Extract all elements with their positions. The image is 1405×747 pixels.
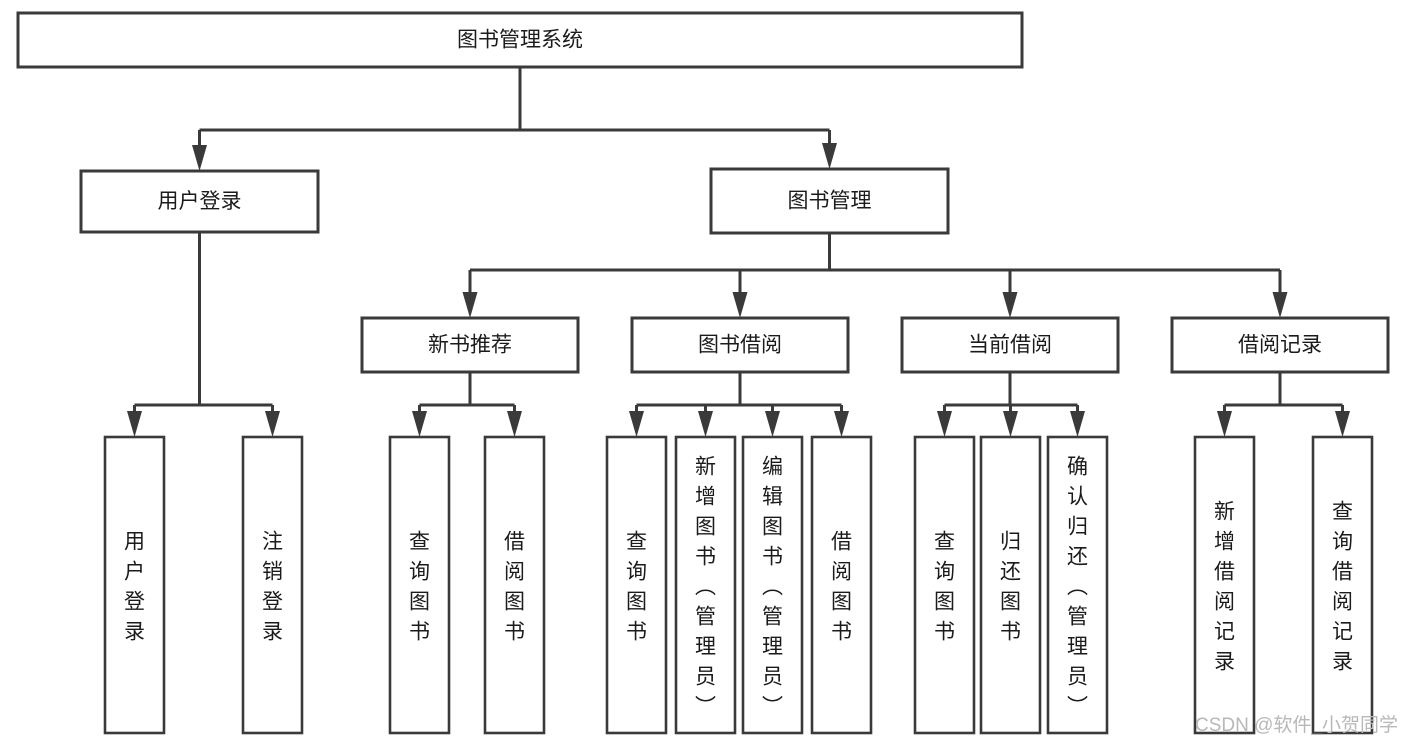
node-box-book-manage[interactable] xyxy=(709,167,950,235)
node-box-user-login-do[interactable] xyxy=(103,435,166,735)
node-cb-query-book[interactable]: 查询图书 xyxy=(913,435,976,735)
node-box-user-logout[interactable] xyxy=(241,435,304,735)
user-login-to-user-logout-arrowhead xyxy=(265,411,280,437)
book-borrow-to-bb-borrow-book-arrowhead xyxy=(834,411,849,437)
root-to-book-manage-arrowhead xyxy=(822,143,837,169)
node-box-cb-query-book[interactable] xyxy=(913,435,976,735)
node-nb-borrow-book[interactable]: 借阅图书 xyxy=(483,435,546,735)
book-borrow-to-bb-query-book-arrowhead xyxy=(629,411,644,437)
node-label-cb-return-book: 归还图书 xyxy=(1000,530,1021,643)
node-user-login-do[interactable]: 用户登录 xyxy=(103,435,166,735)
node-box-borrow-record[interactable] xyxy=(1170,316,1390,374)
node-box-root[interactable] xyxy=(16,11,1024,69)
node-br-query-record[interactable]: 查询借阅记录 xyxy=(1311,435,1374,735)
node-book-borrow[interactable]: 图书借阅 xyxy=(630,316,850,374)
node-box-bb-query-book[interactable] xyxy=(605,435,668,735)
node-borrow-record[interactable]: 借阅记录 xyxy=(1170,316,1390,374)
node-layer: 图书管理系统用户登录用户登录注销登录图书管理新书推荐查询图书借阅图书图书借阅查询… xyxy=(16,11,1390,735)
node-current-borrow[interactable]: 当前借阅 xyxy=(900,316,1120,374)
book-borrow-to-bb-add-book-arrowhead xyxy=(698,411,713,437)
node-box-new-book-recommend[interactable] xyxy=(360,316,580,374)
root-to-user-login-arrowhead xyxy=(192,145,207,171)
node-bb-query-book[interactable]: 查询图书 xyxy=(605,435,668,735)
book-manage-to-book-borrow-arrowhead xyxy=(732,292,748,318)
borrow-record-to-br-add-record-arrowhead xyxy=(1217,411,1232,437)
node-label-cb-confirm-return: 确认归还︵管理员︶ xyxy=(1067,455,1088,718)
node-br-add-record[interactable]: 新增借阅记录 xyxy=(1193,435,1256,735)
node-label-user-login: 用户登录 xyxy=(158,190,242,213)
node-label-user-login-do: 用户登录 xyxy=(124,530,145,643)
current-borrow-to-cb-query-book-arrowhead xyxy=(937,411,952,437)
node-label-book-borrow: 图书借阅 xyxy=(698,334,782,357)
current-borrow-to-cb-confirm-return-arrowhead xyxy=(1070,411,1085,437)
node-box-cb-confirm-return[interactable] xyxy=(1046,435,1109,735)
node-label-current-borrow: 当前借阅 xyxy=(968,334,1052,357)
node-box-nb-query-book[interactable] xyxy=(388,435,451,735)
node-bb-add-book[interactable]: 新增图书︵管理员︶ xyxy=(674,435,737,735)
node-box-bb-edit-book[interactable] xyxy=(741,435,804,735)
borrow-record-to-br-query-record-arrowhead xyxy=(1335,411,1350,437)
node-label-bb-edit-book: 编辑图书︵管理员︶ xyxy=(762,455,783,718)
new-book-recommend-to-nb-query-book-arrowhead xyxy=(412,411,427,437)
node-user-login[interactable]: 用户登录 xyxy=(79,169,320,234)
node-label-user-logout: 注销登录 xyxy=(262,530,283,643)
node-nb-query-book[interactable]: 查询图书 xyxy=(388,435,451,735)
node-box-br-query-record[interactable] xyxy=(1311,435,1374,735)
node-label-root: 图书管理系统 xyxy=(457,29,583,52)
user-login-to-user-login-do-arrowhead xyxy=(127,411,142,437)
node-box-bb-borrow-book[interactable] xyxy=(810,435,873,735)
node-root[interactable]: 图书管理系统 xyxy=(16,11,1024,69)
node-label-nb-query-book: 查询图书 xyxy=(409,530,430,643)
node-box-nb-borrow-book[interactable] xyxy=(483,435,546,735)
connector-layer xyxy=(127,67,1350,437)
book-manage-to-new-book-recommend-arrowhead xyxy=(462,292,478,318)
node-label-book-manage: 图书管理 xyxy=(788,190,872,213)
node-label-br-query-record: 查询借阅记录 xyxy=(1332,500,1353,673)
book-borrow-to-bb-edit-book-arrowhead xyxy=(765,411,780,437)
node-label-br-add-record: 新增借阅记录 xyxy=(1214,500,1235,673)
node-label-cb-query-book: 查询图书 xyxy=(934,530,955,643)
node-label-bb-borrow-book: 借阅图书 xyxy=(831,530,852,643)
node-box-cb-return-book[interactable] xyxy=(979,435,1042,735)
node-user-logout[interactable]: 注销登录 xyxy=(241,435,304,735)
node-book-manage[interactable]: 图书管理 xyxy=(709,167,950,235)
node-bb-edit-book[interactable]: 编辑图书︵管理员︶ xyxy=(741,435,804,735)
node-box-br-add-record[interactable] xyxy=(1193,435,1256,735)
node-box-current-borrow[interactable] xyxy=(900,316,1120,374)
node-box-book-borrow[interactable] xyxy=(630,316,850,374)
node-cb-return-book[interactable]: 归还图书 xyxy=(979,435,1042,735)
book-manage-to-borrow-record-arrowhead xyxy=(1272,292,1288,318)
current-borrow-to-cb-return-book-arrowhead xyxy=(1003,411,1018,437)
csdn-watermark: CSDN @软件_小贺同学 xyxy=(1195,714,1398,736)
new-book-recommend-to-nb-borrow-book-arrowhead xyxy=(507,411,522,437)
node-label-bb-add-book: 新增图书︵管理员︶ xyxy=(695,455,716,718)
node-box-user-login[interactable] xyxy=(79,169,320,234)
node-label-new-book-recommend: 新书推荐 xyxy=(428,334,512,357)
node-bb-borrow-book[interactable]: 借阅图书 xyxy=(810,435,873,735)
book-manage-to-current-borrow-arrowhead xyxy=(1002,292,1018,318)
node-label-bb-query-book: 查询图书 xyxy=(626,530,647,643)
node-new-book-recommend[interactable]: 新书推荐 xyxy=(360,316,580,374)
node-label-nb-borrow-book: 借阅图书 xyxy=(504,530,525,643)
node-cb-confirm-return[interactable]: 确认归还︵管理员︶ xyxy=(1046,435,1109,735)
node-label-borrow-record: 借阅记录 xyxy=(1238,334,1322,357)
node-box-bb-add-book[interactable] xyxy=(674,435,737,735)
